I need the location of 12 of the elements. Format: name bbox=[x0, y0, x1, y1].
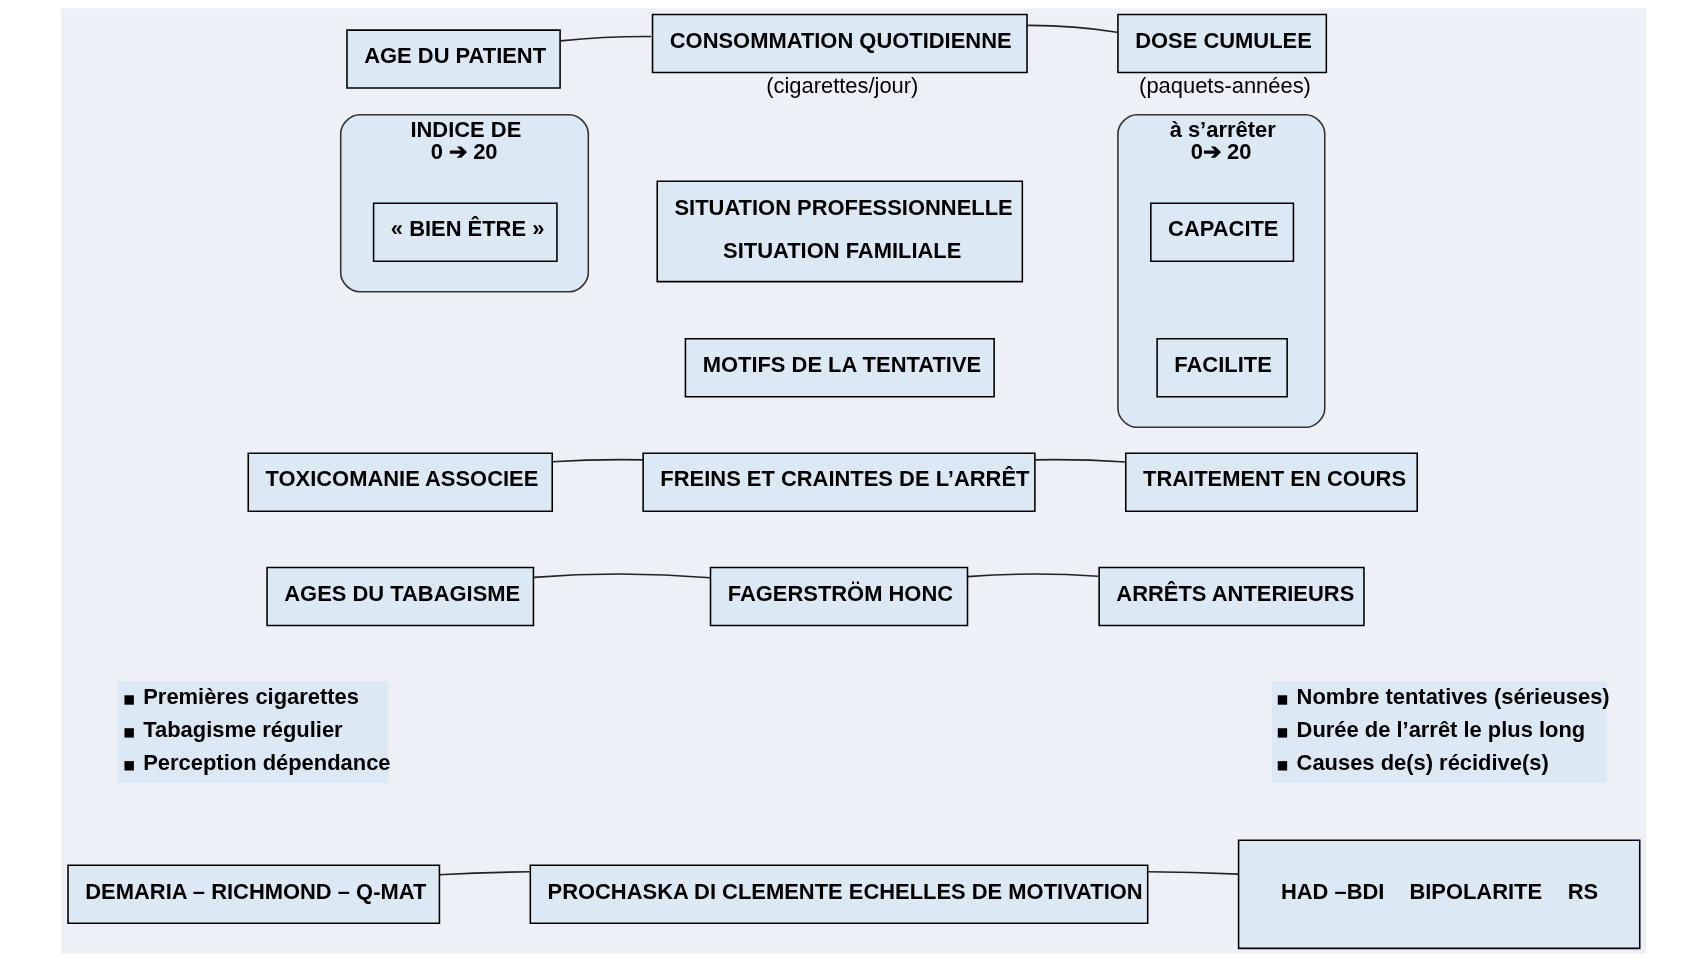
node-box: Premières cigarettes Tabagisme régulier Perception dépendance bbox=[116, 681, 388, 784]
node-label: (cigarettes/jour) bbox=[765, 73, 918, 99]
connector bbox=[1025, 24, 1118, 33]
node-box: Nombre tentatives (sérieuses) Durée de l’arrêt le plus long Causes de(s) récidive(s) bbox=[1271, 681, 1607, 784]
node-label: (paquets-années) bbox=[1138, 73, 1311, 99]
connector bbox=[1033, 458, 1126, 463]
connector bbox=[966, 573, 1099, 578]
connector bbox=[532, 573, 711, 579]
connector bbox=[551, 458, 644, 463]
connector bbox=[1146, 871, 1239, 875]
connector bbox=[559, 35, 652, 42]
connector bbox=[437, 871, 530, 876]
